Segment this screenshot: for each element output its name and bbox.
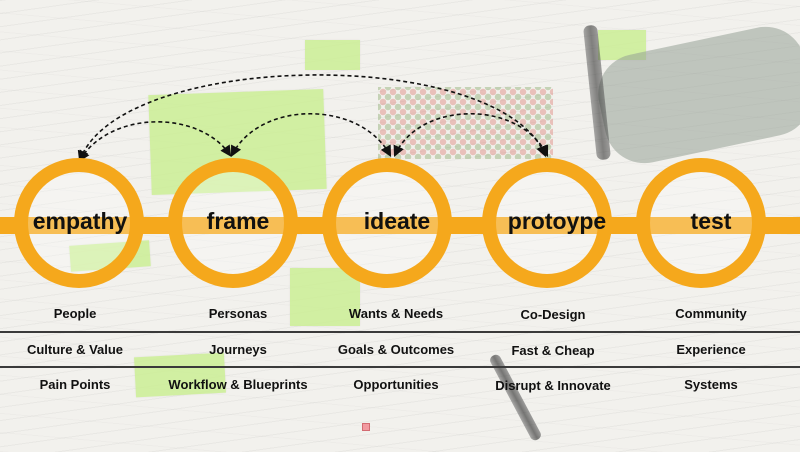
cell-test-row3: Systems — [684, 377, 738, 392]
cell-test-row1: Community — [675, 306, 747, 321]
cell-ideate-row2: Goals & Outcomes — [337, 342, 455, 357]
sticky-note — [305, 40, 360, 70]
cell-prototype-row1: Co-Design — [520, 307, 586, 322]
arrow-ideate-prototype — [393, 113, 549, 158]
stage-label-frame: frame — [206, 208, 270, 234]
cell-empathy-row1: People — [53, 306, 97, 321]
cell-prototype-row3: Disrupt & Innovate — [495, 378, 611, 393]
sticky-note — [290, 268, 360, 326]
stage-label-prototype: protoype — [507, 208, 607, 234]
cell-empathy-row2: Culture & Value — [26, 342, 124, 357]
red-marker-square — [362, 423, 370, 431]
stage-label-test: test — [690, 208, 732, 234]
cell-frame-row1: Personas — [208, 306, 268, 321]
cell-ideate-row3: Opportunities — [353, 377, 439, 392]
row-divider — [0, 331, 800, 333]
stage-label-ideate: ideate — [363, 208, 431, 234]
arrow-frame-ideate — [230, 113, 392, 157]
stage-label-empathy: empathy — [32, 208, 128, 234]
cell-empathy-row3: Pain Points — [39, 377, 111, 392]
cell-ideate-row1: Wants & Needs — [348, 306, 444, 321]
cell-frame-row3: Workflow & Blueprints — [168, 377, 308, 392]
cell-frame-row2: Journeys — [209, 342, 267, 357]
row-divider — [0, 366, 800, 368]
arrow-empathy-frame — [78, 121, 232, 162]
arrow-empathy-prototype — [77, 74, 547, 163]
cell-prototype-row2: Fast & Cheap — [511, 343, 595, 358]
cell-test-row2: Experience — [676, 342, 746, 357]
